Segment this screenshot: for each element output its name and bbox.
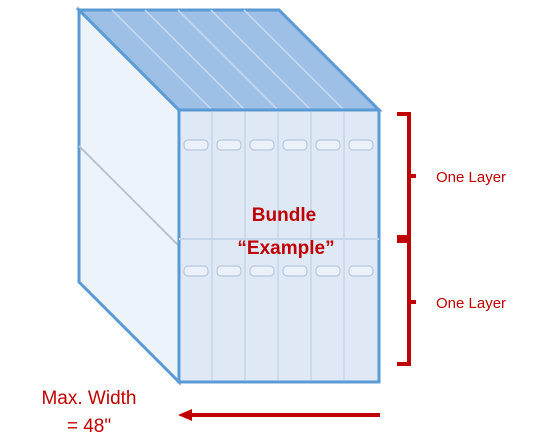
- layer-label-bottom: One Layer: [436, 295, 506, 312]
- bundle-subtitle: “Example”: [237, 238, 334, 259]
- width-arrow: [178, 409, 380, 421]
- handle-row-top: [183, 139, 374, 151]
- width-label-line2: = 48": [67, 416, 111, 437]
- width-label-line1: Max. Width: [41, 388, 136, 409]
- handle-row-bottom: [183, 265, 374, 277]
- layer-bracket-bottom: [397, 239, 416, 366]
- front-face-dividers: [211, 112, 345, 380]
- top-face-dividers: [111, 9, 345, 111]
- layer-bracket-top: [397, 112, 416, 239]
- side-layer-seam: [78, 145, 180, 247]
- layer-label-top: One Layer: [436, 169, 506, 186]
- bundle-title: Bundle: [252, 205, 316, 226]
